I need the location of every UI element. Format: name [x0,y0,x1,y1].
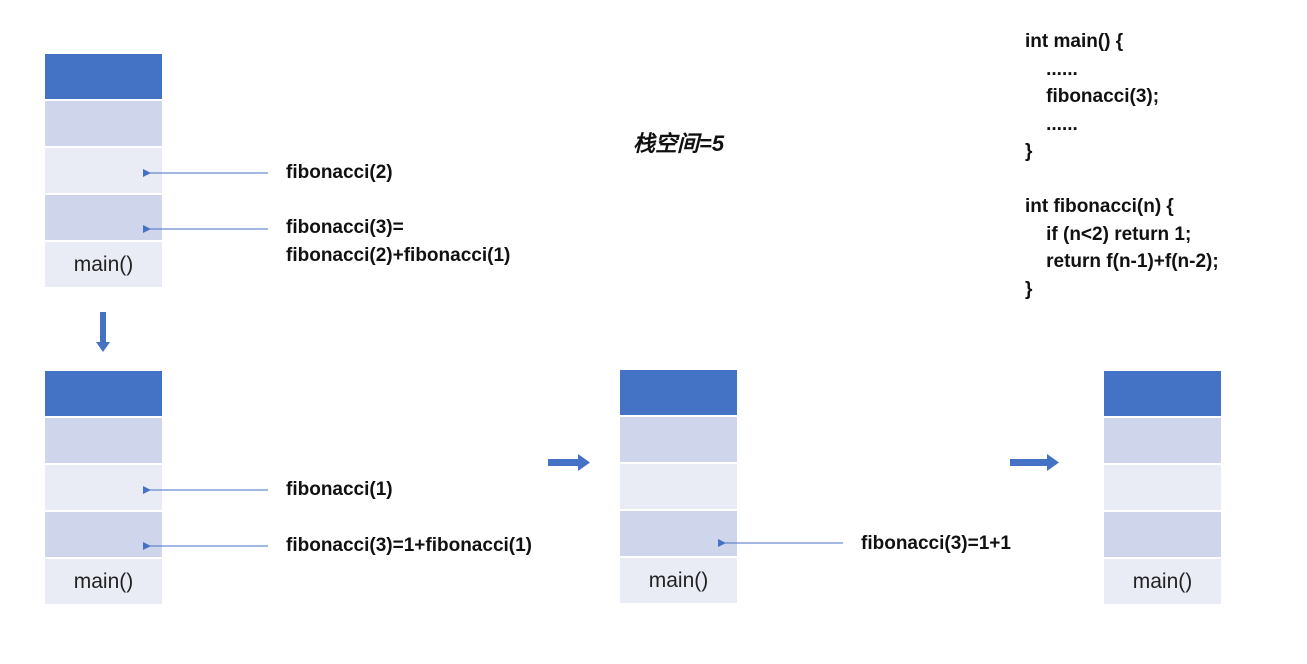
right-arrow-icon [548,454,590,471]
stack-frame-fibonacci-3 [45,195,162,240]
label-fibonacci-3-sum: fibonacci(3)=1+1 [861,533,1011,554]
label-fibonacci-3-line2: fibonacci(2)+fibonacci(1) [286,245,511,266]
code-line: fibonacci(3); [1025,86,1160,107]
code-line: if (n<2) return 1; [1025,223,1192,245]
stack-frame-fibonacci-1 [45,465,162,510]
code-line: ...... [1025,113,1078,135]
stack-frame-fibonacci-2 [45,148,162,193]
code-line: int main() { [1025,31,1124,52]
stack-frame-fibonacci-3 [620,511,737,556]
stack-frame-main: main() [1104,559,1221,604]
stack-frame-top [1104,371,1221,416]
code-line: return f(n-1)+f(n-2); [1025,251,1219,272]
stack-frame [45,101,162,146]
stack-frame [620,417,737,462]
stack-frame [620,464,737,509]
stack-frame-main: main() [45,559,162,604]
stack-frame-main: main() [620,558,737,603]
label-fibonacci-1: fibonacci(1) [286,479,393,500]
call-stack-4: main() [1104,371,1221,604]
label-fibonacci-3-partial: fibonacci(3)=1+fibonacci(1) [286,535,533,556]
stack-frame [1104,465,1221,510]
stack-frame [45,418,162,463]
stack-frame-top [45,371,162,416]
code-line: } [1025,278,1033,300]
label-fibonacci-3-line1: fibonacci(3)= [286,217,404,238]
code-line: ...... [1025,58,1078,80]
right-arrow-icon [1010,454,1059,471]
code-line [1025,166,1219,194]
code-snippet: int main() { ...... fibonacci(3); ......… [1025,28,1219,303]
call-stack-2: main() [45,371,162,604]
stack-frame-fibonacci-3 [45,512,162,557]
stack-space-title: 栈空间=5 [633,131,725,156]
code-line: } [1025,141,1033,162]
label-fibonacci-2: fibonacci(2) [286,162,393,183]
down-arrow-icon [96,312,110,352]
stack-frame-top [620,370,737,415]
stack-frame-main: main() [45,242,162,287]
stack-frame [1104,512,1221,557]
stack-frame [1104,418,1221,463]
call-stack-3: main() [620,370,737,603]
call-stack-1: main() [45,54,162,287]
code-line: int fibonacci(n) { [1025,196,1174,217]
stack-frame-top [45,54,162,99]
